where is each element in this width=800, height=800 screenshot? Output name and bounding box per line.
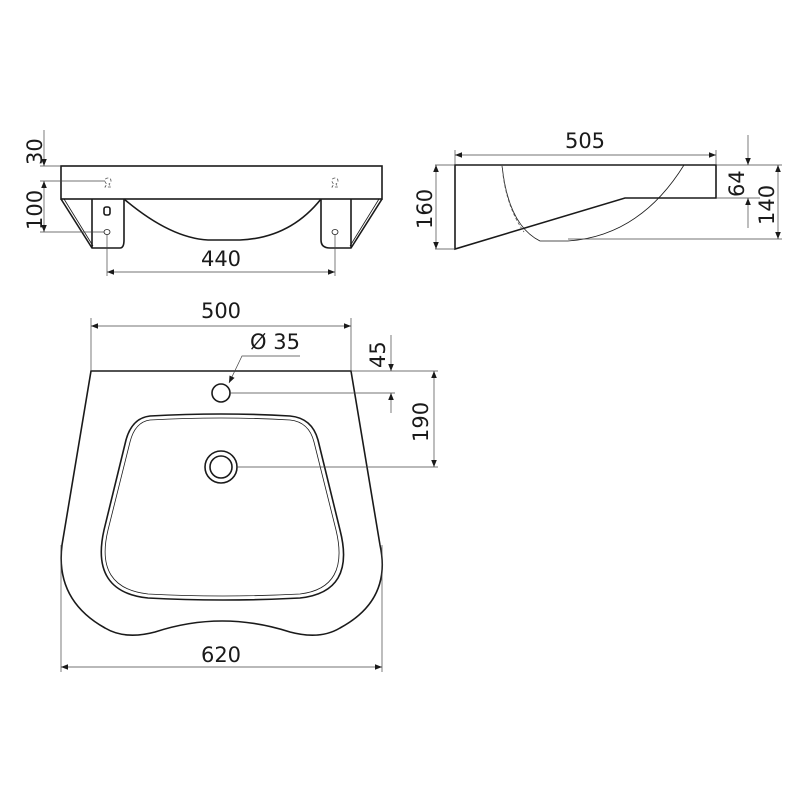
drain-inner xyxy=(209,455,233,479)
side-view: 505 160 64 140 xyxy=(413,129,782,251)
basin-outline xyxy=(60,370,384,636)
screw-hole-left xyxy=(103,229,111,235)
dim-depth: 505 xyxy=(565,129,605,153)
dim-total-height: 160 xyxy=(413,189,437,229)
keyhole-right-icon xyxy=(331,177,339,188)
dim-bracket-height: 100 xyxy=(23,190,47,230)
screw-hole-right xyxy=(331,229,339,235)
lock-slot-icon xyxy=(103,206,111,216)
tap-hole xyxy=(211,383,231,403)
bowl-underside xyxy=(123,198,322,241)
dim-bracket-spacing: 440 xyxy=(201,247,241,271)
dim-tap-hole-diameter: Ø 35 xyxy=(250,330,300,354)
bowl-profile xyxy=(501,164,685,242)
dim-tap-hole-offset: 45 xyxy=(366,341,390,368)
bowl-outline xyxy=(100,413,345,601)
left-bracket xyxy=(60,198,125,249)
right-bracket xyxy=(320,198,383,249)
front-view: 30 100 440 xyxy=(23,130,383,276)
dim-drain-offset: 190 xyxy=(409,402,433,442)
dim-back-width: 500 xyxy=(201,299,241,323)
keyhole-left-icon xyxy=(104,177,112,188)
dim-top-rim: 30 xyxy=(23,138,47,165)
rim-outline xyxy=(60,165,383,200)
side-profile xyxy=(454,164,717,251)
dim-rim-height: 64 xyxy=(725,170,749,197)
dim-front-width: 620 xyxy=(201,643,241,667)
dim-bowl-height: 140 xyxy=(755,185,779,225)
top-view: 500 Ø 35 45 190 620 xyxy=(60,299,438,672)
